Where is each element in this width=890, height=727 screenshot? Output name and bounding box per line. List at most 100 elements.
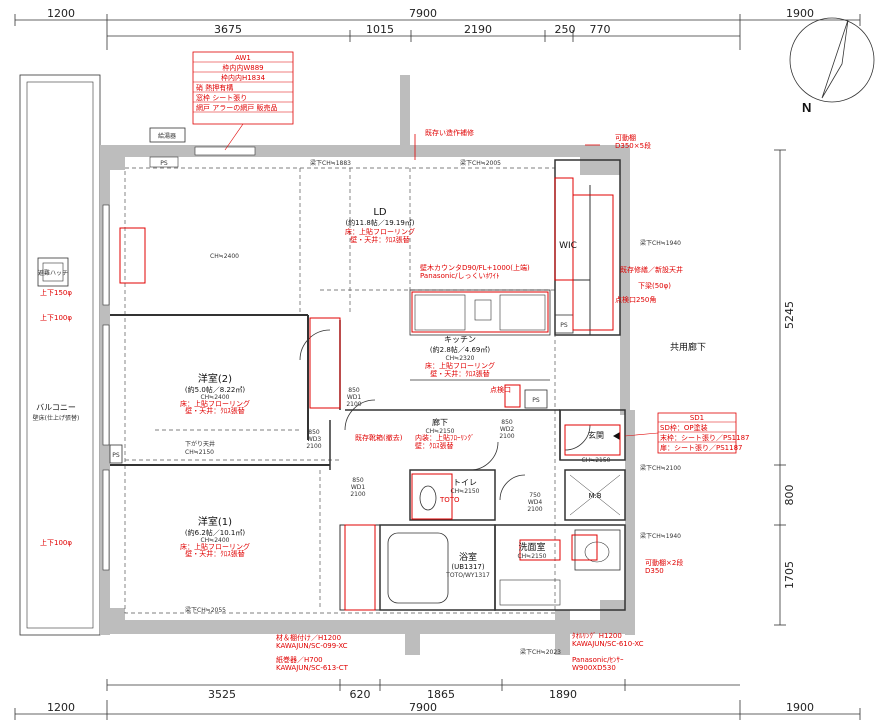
bath-model: (UB1317) — [451, 563, 484, 571]
bottom-dimensions: 3525 620 1865 1890 1200 7900 1900 — [14, 679, 861, 720]
entrance-ch: CH≒2150 — [581, 457, 610, 464]
western2-finish-2: 壁・天井：ｸﾛｽ張替 — [185, 406, 245, 415]
balcony: バルコニー 壁床(仕上げ張替) 避難ハッチ 上下150φ 上下100φ 上下10… — [19, 74, 101, 636]
balcony-note-1: 上下150φ — [40, 288, 72, 297]
door-tags: 850 WD1 2100 850 WD1 2100 850 WD2 2100 8… — [306, 387, 542, 513]
svg-text:850: 850 — [501, 419, 513, 426]
washroom-ch: CH≒2150 — [517, 553, 546, 560]
dim-top-1: 1200 — [47, 7, 75, 20]
western1-finish-1: 床：上貼フローリング — [180, 542, 250, 551]
note-bottom-1: 材＆棚付け／H1200 — [276, 633, 341, 642]
svg-text:850: 850 — [308, 429, 320, 436]
hatch — [37, 257, 69, 287]
dim-bottom-sub-4: 1890 — [549, 688, 577, 701]
dim-bottom-1: 1200 — [47, 701, 75, 714]
svg-text:WD1: WD1 — [347, 394, 362, 401]
common-corridor: 共用廊下 — [670, 341, 706, 353]
svg-text:WD3: WD3 — [307, 436, 322, 443]
dim-top-sub-4: 250 — [555, 23, 576, 36]
note-sd-top-2: D350×5段 — [615, 141, 651, 150]
sd1-row-1: SD枠：OP塗装 — [660, 423, 708, 432]
lowered-ceiling: 下がり天井 — [185, 440, 215, 448]
dim-top-sub-3: 2190 — [464, 23, 492, 36]
note-tenkenguchi: 点検口 — [490, 385, 511, 394]
dim-right-1: 5245 — [783, 301, 796, 329]
note-wall: 壁：ｸﾛｽ張替 — [415, 441, 454, 450]
interior-partitions — [109, 159, 626, 614]
aw1-row-4: 窓枠 シート張り — [196, 93, 247, 102]
svg-text:WD4: WD4 — [528, 499, 543, 506]
western1-finish-2: 壁・天井：ｸﾛｽ張替 — [185, 549, 245, 558]
revision-marks — [119, 134, 621, 611]
toilet-name: トイレ — [453, 478, 477, 487]
door-tag-5: 750 WD4 2100 — [527, 492, 542, 513]
svg-text:850: 850 — [348, 387, 360, 394]
aw1-table: AW1 枠内内W889 枠内内H1834 硝 熱押有構 窓枠 シート張り 網戸 … — [192, 51, 294, 151]
ld-finish-2: 壁・天井：ｸﾛｽ張替 — [350, 235, 410, 244]
note-bottom-6: KAWAJUN/SC-610-XC — [572, 640, 644, 648]
svg-text:WD1: WD1 — [351, 484, 366, 491]
corridor-name: 廊下 — [432, 417, 448, 427]
ld-name: LD — [373, 207, 387, 218]
note-bottom-3: 紙巻器／H700 — [276, 655, 323, 664]
note-shelf: 可動棚×2段 — [645, 558, 683, 567]
dim-right-3: 1705 — [783, 561, 796, 589]
dim-bottom-sub-2: 620 — [350, 688, 371, 701]
wic-name: WIC — [559, 241, 577, 251]
beam-3: 梁下CH≒1940 — [640, 239, 681, 247]
room-labels: LD (約11.8帖／19.19㎡) 床：上貼フローリング 壁・天井：ｸﾛｽ張替… — [112, 207, 706, 579]
ld-area: (約11.8帖／19.19㎡) — [345, 218, 414, 227]
western1-area: (約6.2帖／10.1㎡) — [185, 528, 245, 537]
washroom-name: 洗面室 — [518, 541, 545, 553]
beam-7: 梁下CH≒2055 — [185, 606, 226, 614]
svg-text:2100: 2100 — [499, 433, 514, 440]
aw1-title: AW1 — [235, 54, 251, 62]
balcony-note-3: 上下100φ — [40, 538, 72, 547]
aw1-row-3: 硝 熱押有構 — [196, 83, 233, 92]
ps-top: PS — [160, 160, 168, 167]
sd1-row-2: 末枠：シート張り／PS1187 — [660, 433, 749, 442]
note-bottom-2: KAWAJUN/SC-099-XC — [276, 642, 348, 650]
note-counter: 壁木カウンタD90/FL+1000(上端) — [420, 263, 530, 272]
bath-maker: TOTO/WY1317 — [445, 572, 490, 579]
svg-text:WD2: WD2 — [500, 426, 515, 433]
western2-finish-1: 床：上貼フローリング — [180, 399, 250, 408]
entrance-name: 玄関 — [588, 430, 604, 440]
ld-finish-1: 床：上貼フローリング — [345, 227, 415, 236]
dim-top-sub-2: 1015 — [366, 23, 394, 36]
kitchen-finish-1: 床：上貼フローリング — [425, 361, 495, 370]
note-kakko: 既存修繕／新設天井 — [620, 265, 683, 274]
note-dia: 下梁(50φ) — [638, 281, 671, 290]
balcony-label: バルコニー — [36, 403, 76, 412]
hatch-label: 避難ハッチ — [38, 269, 68, 277]
dim-top-2: 7900 — [409, 7, 437, 20]
toilet-ch: CH≒2150 — [450, 488, 479, 495]
top-dimensions: 1200 7900 1900 3675 1015 2190 250 770 — [14, 7, 861, 50]
dim-right-2: 800 — [783, 485, 796, 506]
svg-text:2100: 2100 — [346, 401, 361, 408]
dim-top-sub-5: 770 — [590, 23, 611, 36]
aw1-row-1: 枠内内W889 — [222, 63, 263, 72]
balcony-note-2: 上下100φ — [40, 313, 72, 322]
door-tag-1: 850 WD1 2100 — [346, 387, 361, 408]
western2-name: 洋室(2) — [198, 372, 232, 385]
ps-wic: PS — [560, 322, 568, 329]
balcony-note: 壁床(仕上げ張替) — [33, 414, 80, 422]
aw1-row-5: 網戸 アラーの網戸 販売品 — [196, 103, 277, 112]
svg-text:2100: 2100 — [306, 443, 321, 450]
note-mirror-2: W900XD530 — [572, 664, 616, 672]
western2-area: (約5.0帖／8.22㎡) — [185, 385, 245, 394]
dim-top-3: 1900 — [786, 7, 814, 20]
water-heater — [149, 127, 186, 143]
kitchen-finish-2: 壁・天井：ｸﾛｽ張替 — [430, 369, 490, 378]
north-arrow-icon: N — [789, 17, 875, 115]
beam-5: 梁下CH≒2100 — [640, 464, 681, 472]
right-dimensions: 5245 800 1705 — [774, 149, 796, 626]
sd1-row-3: 扉：シート張り／PS1187 — [660, 443, 742, 452]
note-tenken: 点検口250角 — [615, 295, 656, 304]
corridor-ch: CH≒2150 — [425, 428, 454, 435]
note-shoe: 既存靴箱(撤去) — [355, 433, 403, 442]
kitchen-area: (約2.8帖／4.69㎡) — [430, 345, 490, 354]
beam-6: 梁下CH≒2023 — [520, 648, 561, 656]
door-tag-4: 850 WD3 2100 — [306, 429, 321, 450]
